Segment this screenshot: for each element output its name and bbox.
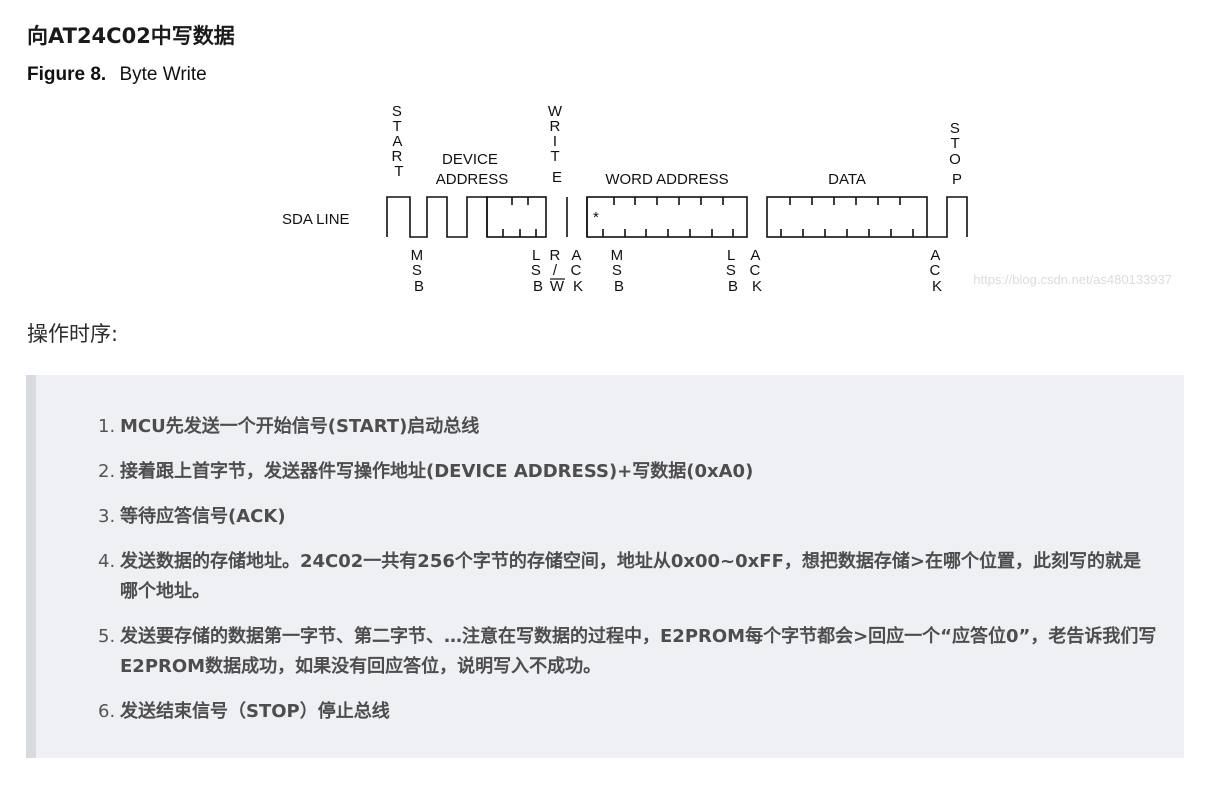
watermark: https://blog.csdn.net/as480133937 [973,272,1172,287]
ack-label-2: A C K [749,247,764,295]
ack-label-1: A C K [570,247,585,295]
list-item: 4.发送数据的存储地址。24C02一共有256个字节的存储空间，地址从0x00~… [98,547,1158,607]
msb-label-1: M S B [411,247,428,295]
steps-blockquote: 1.MCU先发送一个开始信号(START)启动总线 2.接着跟上首字节，发送器件… [26,375,1184,758]
write-label: W R I T E [548,103,566,186]
page-heading: 向AT24C02中写数据 [27,24,235,48]
step-number: 2. [98,461,116,482]
device-address-label: DEVICE ADDRESS [436,151,509,188]
step-number: 4. [98,551,116,572]
sda-line-label: SDA LINE [282,211,350,228]
lsb-label-2: L S B [726,247,740,295]
list-item: 3.等待应答信号(ACK) [98,502,1158,532]
list-item: 6.发送结束信号（STOP）停止总线 [98,697,1158,727]
data-label: DATA [828,171,866,188]
step-number: 1. [98,416,116,437]
stop-label: S T O P [949,120,965,188]
list-item: 1.MCU先发送一个开始信号(START)启动总线 [98,412,1158,442]
figure-caption-number: Figure 8. [27,64,106,85]
step-text: 发送数据的存储地址。24C02一共有256个字节的存储空间，地址从0x00~0x… [120,551,1141,602]
read-write-label: R / W [549,247,564,295]
start-label: S T A R T [391,103,406,180]
step-number: 3. [98,506,116,527]
step-number: 6. [98,701,116,722]
step-text: 发送要存储的数据第一字节、第二字节、…注意在写数据的过程中，E2PROM每个字节… [120,626,1157,677]
step-text: 发送结束信号（STOP）停止总线 [120,701,390,722]
list-item: 2.接着跟上首字节，发送器件写操作地址(DEVICE ADDRESS)+写数据(… [98,457,1158,487]
steps-list: 1.MCU先发送一个开始信号(START)启动总线 2.接着跟上首字节，发送器件… [98,412,1158,742]
asterisk-mark: * [593,209,599,226]
lsb-label-1: L S B [531,247,545,295]
list-item: 5.发送要存储的数据第一字节、第二字节、…注意在写数据的过程中，E2PROM每个… [98,622,1158,682]
step-text: 等待应答信号(ACK) [120,506,286,527]
step-number: 5. [98,626,116,647]
msb-label-2: M S B [611,247,628,295]
step-text: 接着跟上首字节，发送器件写操作地址(DEVICE ADDRESS)+写数据(0x… [120,461,754,482]
byte-write-timing-diagram: Figure 8. Byte Write SDA LINE [27,64,1172,295]
figure-caption-title: Byte Write [119,64,206,85]
word-address-label: WORD ADDRESS [605,171,728,188]
step-text: MCU先发送一个开始信号(START)启动总线 [120,416,480,437]
sda-waveform [386,196,968,238]
timing-section-label: 操作时序: [27,322,119,346]
svg-text:Figure 8. Byte Write: Figure 8. Byte Write [27,64,207,85]
ack-label-3: A C K [929,247,944,295]
